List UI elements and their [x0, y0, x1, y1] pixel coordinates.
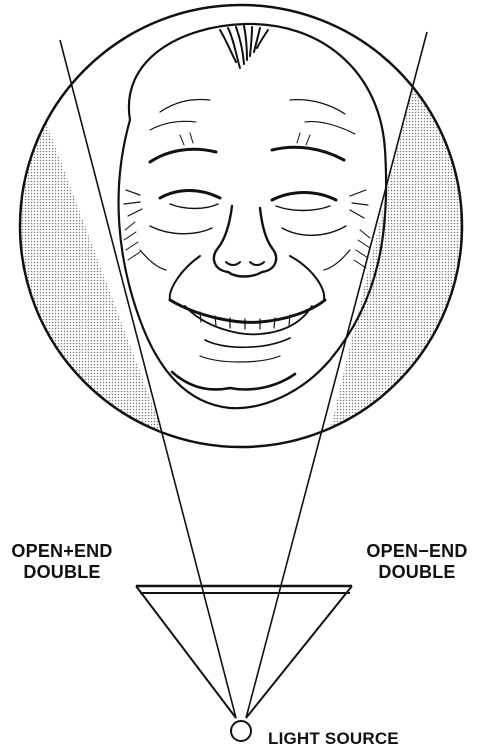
left-shadow-region-upper	[0, 0, 70, 90]
hair-strands	[220, 26, 268, 68]
right-label: OPEN−END DOUBLE	[358, 541, 476, 583]
right-label-line1: OPEN−END	[358, 541, 476, 562]
chin	[172, 372, 295, 389]
right-eye	[272, 193, 336, 201]
nose	[214, 206, 276, 277]
left-label: OPEN+END DOUBLE	[6, 541, 118, 583]
reflector	[136, 586, 352, 718]
left-eye	[160, 191, 220, 199]
light-source-circle	[231, 721, 251, 741]
face-illustration	[119, 24, 387, 408]
light-source-label: LIGHT SOURCE	[268, 728, 399, 749]
left-shadow-region	[0, 0, 162, 430]
face-outline	[119, 24, 387, 408]
left-label-line1: OPEN+END	[6, 541, 118, 562]
left-eyebrow	[150, 149, 216, 162]
right-shadow-region	[330, 0, 479, 430]
right-eyebrow	[272, 147, 344, 160]
right-label-line2: DOUBLE	[358, 562, 476, 583]
left-label-line2: DOUBLE	[6, 562, 118, 583]
